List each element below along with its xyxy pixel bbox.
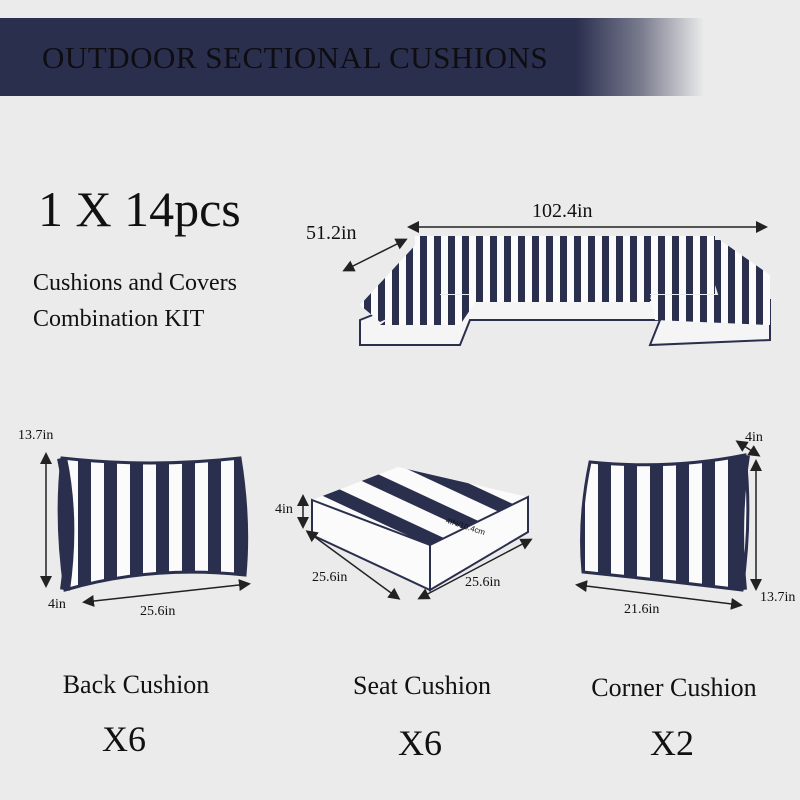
seat-cushion-image [297,467,533,600]
back-cushion-qty: X6 [102,719,146,759]
corner-cushion-qty: X2 [650,723,694,763]
page-title: OUTDOOR SECTIONAL CUSHIONS [42,40,549,75]
corner-thickness-label: 4in [745,430,763,445]
seat-cushion-qty: X6 [398,723,442,763]
back-height-label: 13.7in [18,428,54,443]
kit-description-line2: Combination KIT [33,306,205,332]
corner-cushion-image [575,440,762,610]
corner-cushion-label: Corner Cushion [591,673,757,702]
sectional-sofa-image [342,221,771,347]
back-cushion-label: Back Cushion [62,670,210,699]
seat-side2-label: 25.6in [465,575,501,590]
kit-count: 1 X 14pcs [38,181,241,237]
seat-cushion-label: Seat Cushion [353,671,491,700]
corner-width-label: 21.6in [624,602,660,617]
back-cushion-image [40,452,251,607]
back-thickness-label: 4in [48,597,66,612]
title-banner [0,18,800,96]
corner-height-label: 13.7in [760,590,796,605]
kit-description-line1: Cushions and Covers [33,270,237,296]
back-width-label: 25.6in [140,604,176,619]
seat-height-label: 4in [275,502,293,517]
sectional-width-label: 102.4in [532,200,593,222]
sectional-depth-label: 51.2in [306,222,357,244]
seat-side1-label: 25.6in [312,570,348,585]
